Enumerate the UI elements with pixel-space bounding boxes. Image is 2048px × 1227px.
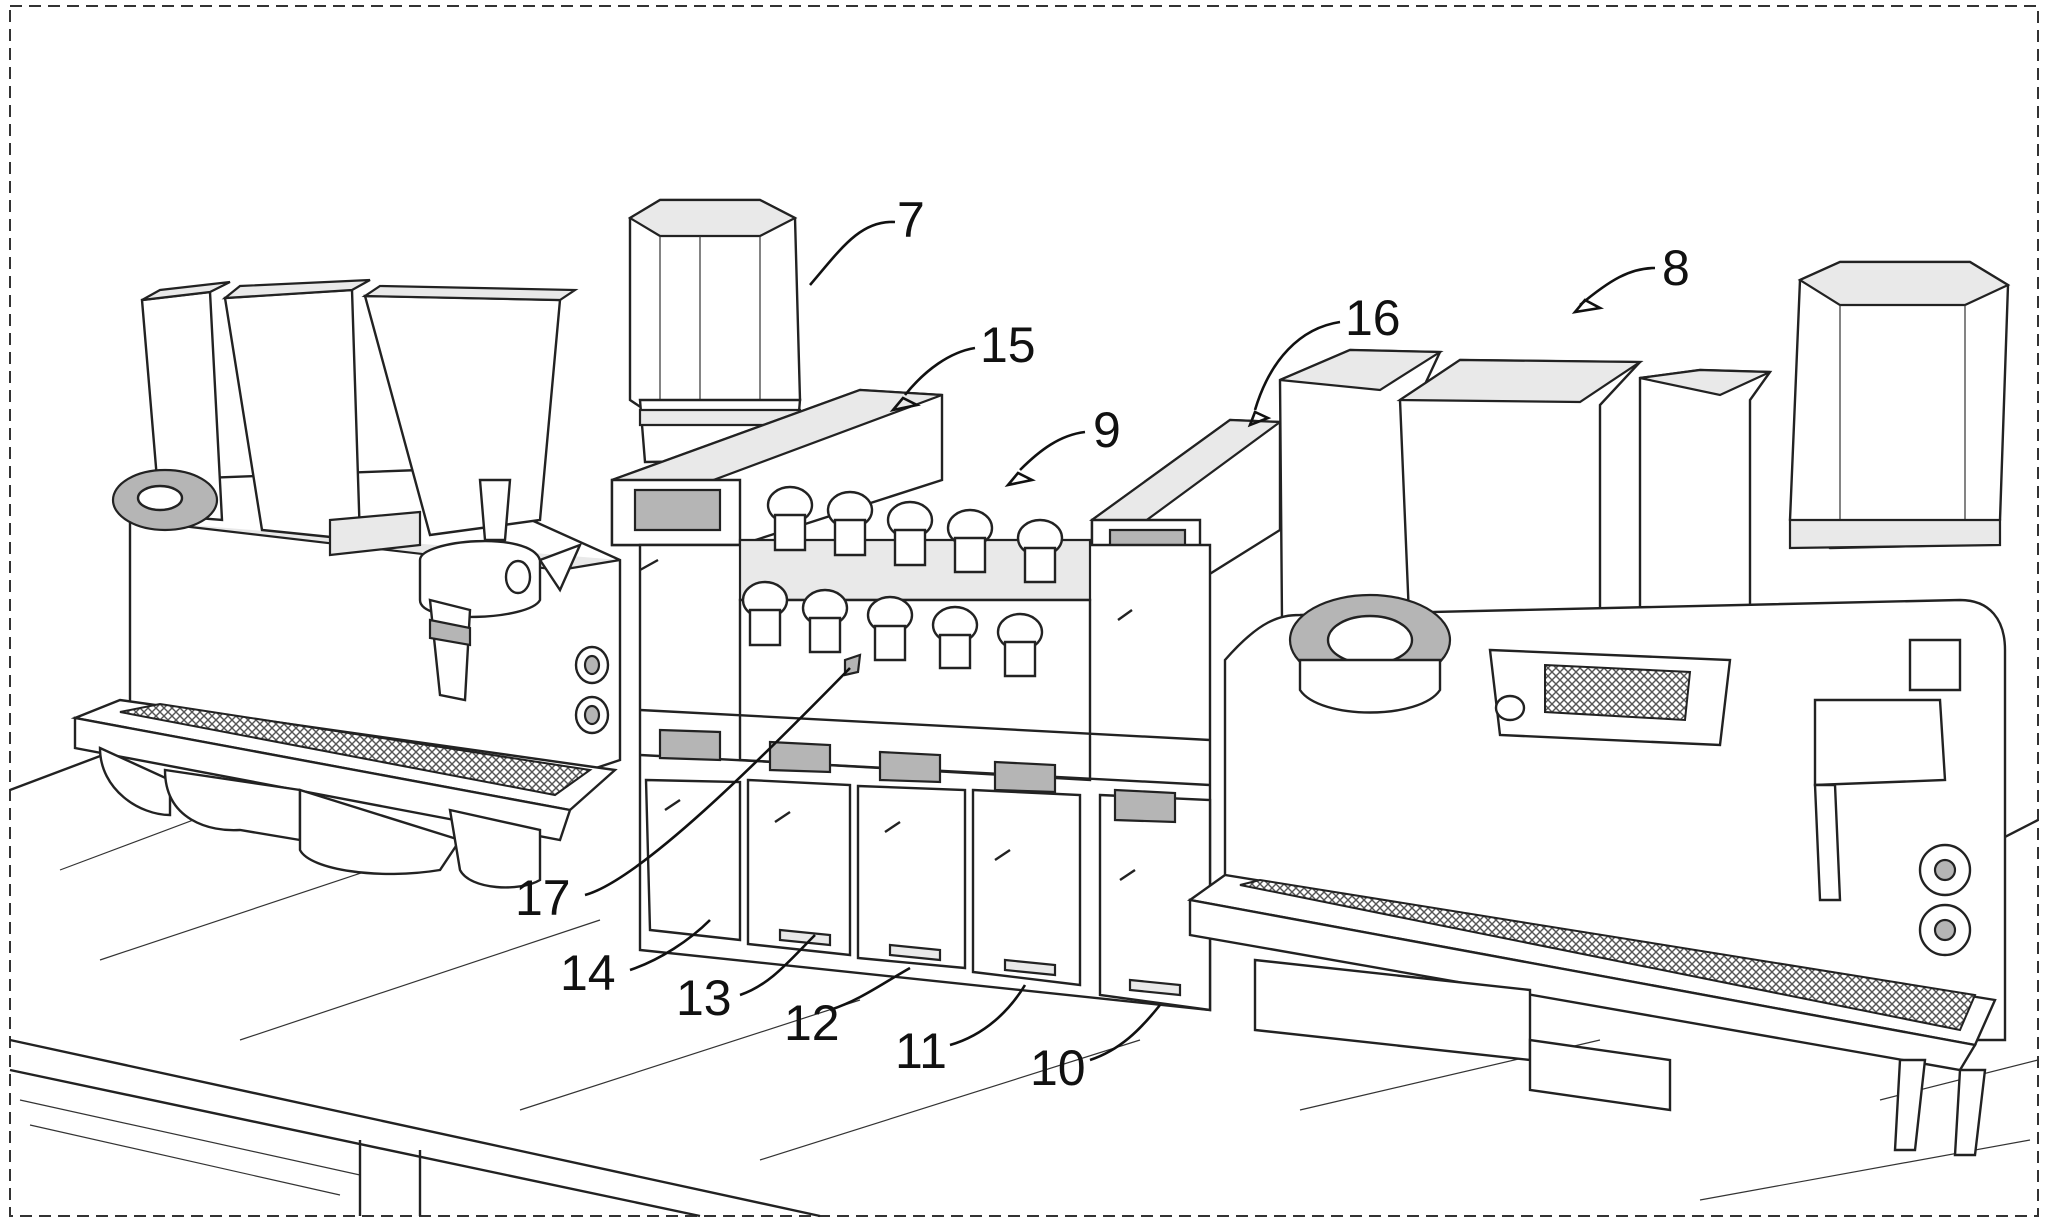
dispenser-unit-9 [612,390,1280,1010]
numeral-9: 9 [1093,402,1121,458]
left-espresso-machine [75,280,620,887]
numeral-7: 7 [897,192,925,248]
leader-9 [1020,432,1085,470]
numeral-15: 15 [980,317,1036,373]
numeral-8: 8 [1662,240,1690,296]
numeral-13: 13 [676,970,732,1026]
leader-7 [810,222,895,285]
numeral-16: 16 [1345,290,1401,346]
leader-11 [950,985,1025,1045]
numeral-12: 12 [784,995,840,1051]
leader-8 [1580,268,1655,305]
numeral-14: 14 [560,945,616,1001]
numeral-10: 10 [1030,1040,1086,1096]
right-espresso-machine-8 [1190,262,2008,1155]
leader-15 [905,348,975,395]
numeral-17: 17 [515,870,571,926]
leader-10 [1090,1005,1160,1060]
numeral-11: 11 [895,1023,947,1079]
